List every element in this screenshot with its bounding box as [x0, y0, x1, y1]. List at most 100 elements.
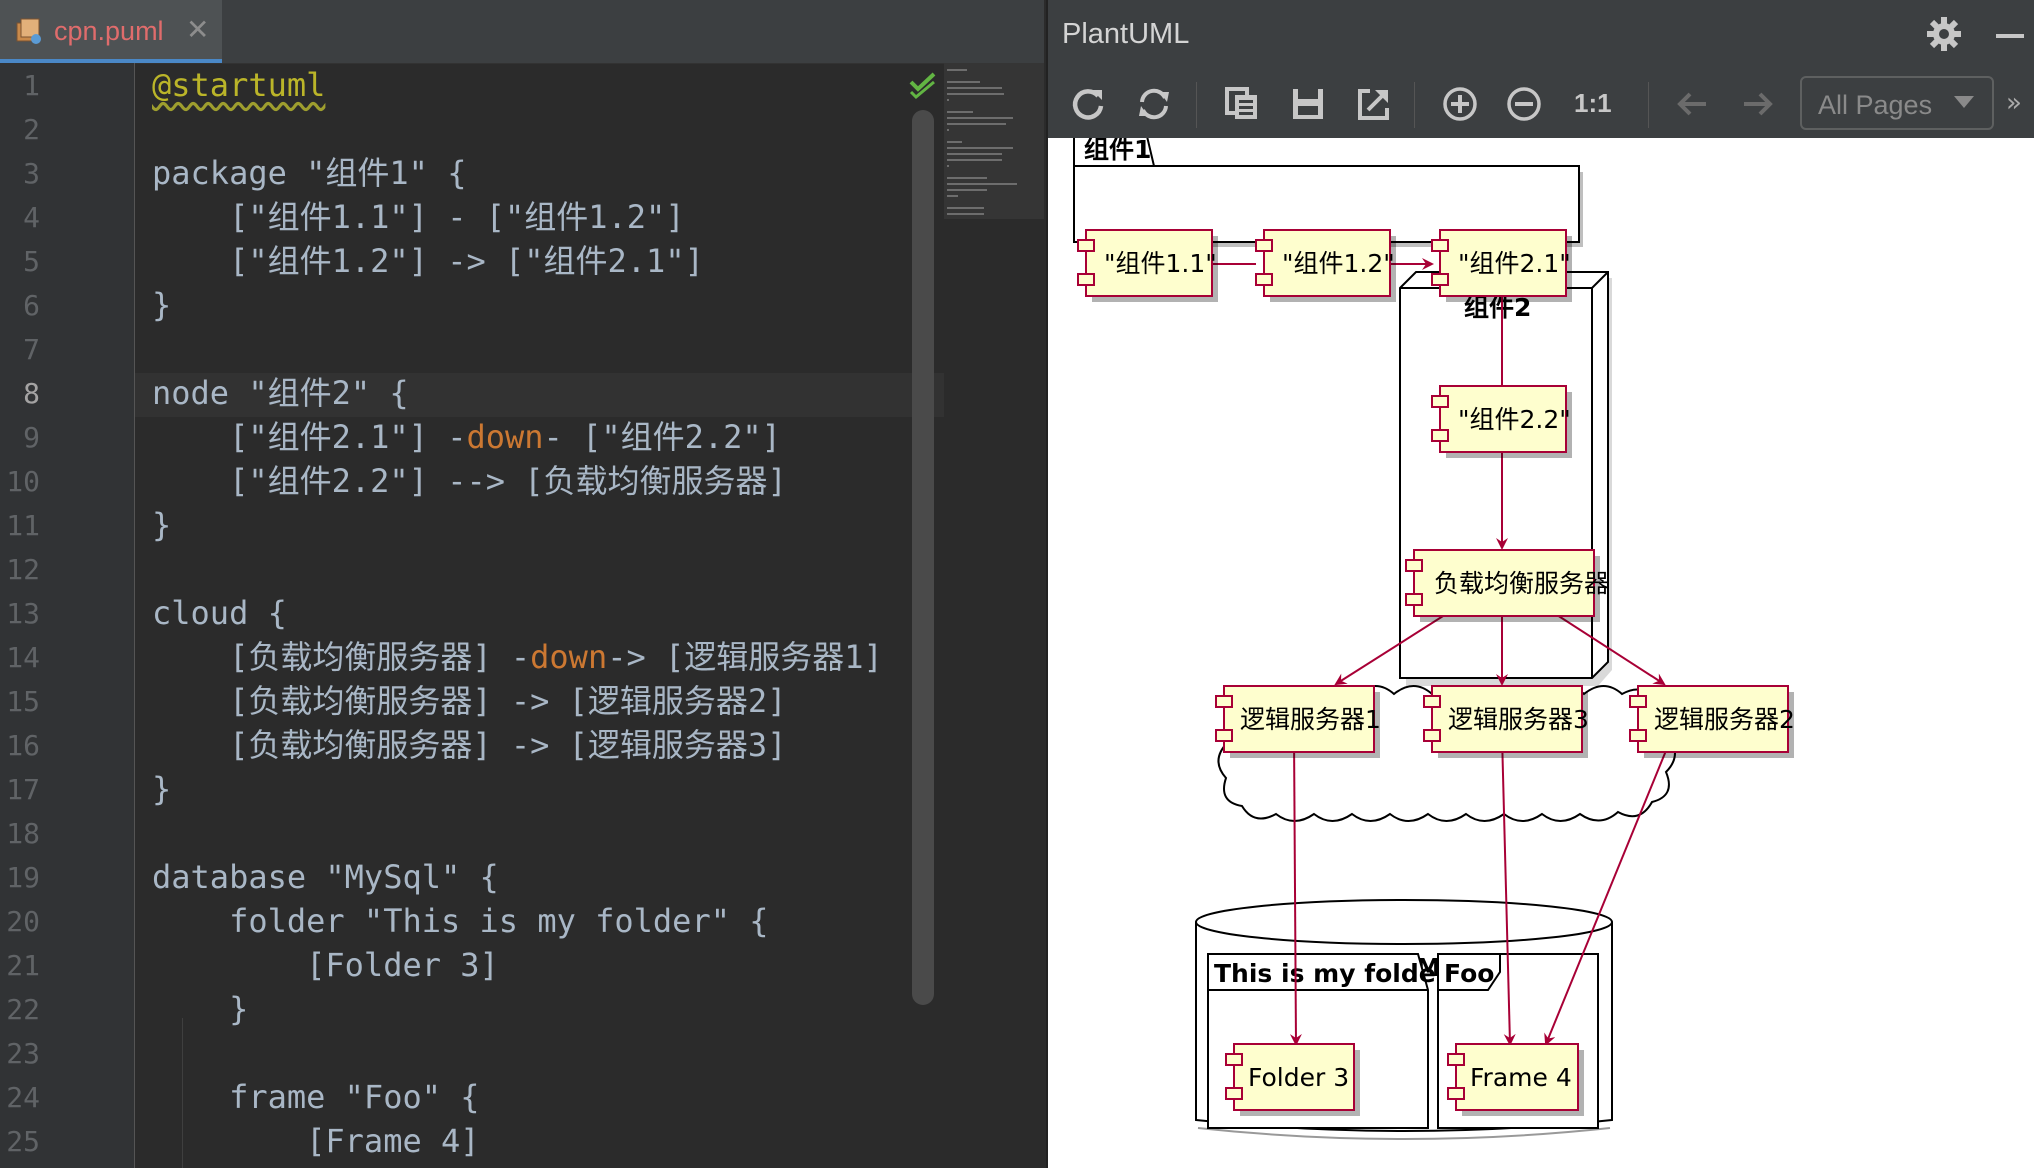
open-external-icon[interactable]	[1354, 84, 1394, 124]
code-line[interactable]: folder "This is my folder" {	[152, 899, 769, 943]
code-line[interactable]: ["组件2.2"] --> [负载均衡服务器]	[152, 459, 787, 503]
line-number: 7	[23, 333, 40, 366]
line-number: 13	[6, 597, 40, 630]
code-keyword: down	[466, 418, 544, 456]
line-number: 23	[6, 1037, 40, 1070]
line-number: 10	[6, 465, 40, 498]
plantuml-panel: PlantUML	[1046, 0, 2034, 1168]
minimap-line	[947, 129, 950, 131]
line-number: 25	[6, 1125, 40, 1158]
line-number: 16	[6, 729, 40, 762]
pages-select-value: All Pages	[1818, 90, 1933, 120]
code-keyword: down	[530, 638, 608, 676]
copy-icon[interactable]	[1222, 84, 1262, 124]
pages-select[interactable]: All Pages	[1800, 76, 1994, 130]
code-line[interactable]: [负载均衡服务器] -> [逻辑服务器2]	[152, 679, 786, 723]
indent-guide	[182, 1018, 183, 1168]
save-icon[interactable]	[1288, 84, 1328, 124]
code-text: -> [逻辑服务器1]	[607, 638, 883, 676]
code-text: node "组件2" {	[152, 374, 409, 412]
toolbar-separator	[1196, 82, 1197, 128]
component-2-1-label: "组件2.1"	[1458, 249, 1571, 278]
line-number: 14	[6, 641, 40, 674]
previous-page-icon[interactable]	[1672, 84, 1712, 124]
code-text: @startuml	[152, 66, 326, 104]
line-number: 17	[6, 773, 40, 806]
next-page-icon[interactable]	[1738, 84, 1778, 124]
code-minimap[interactable]	[944, 63, 1044, 1168]
code-text: [负载均衡服务器] -	[152, 638, 531, 676]
code-line[interactable]: database "MySql" {	[152, 855, 499, 899]
code-text: folder "This is my folder" {	[152, 902, 769, 940]
package-label: 组件1	[1084, 138, 1151, 164]
minimap-line	[947, 213, 985, 215]
frame-label: Foo	[1444, 959, 1494, 988]
code-line[interactable]: [负载均衡服务器] -down-> [逻辑服务器1]	[152, 635, 883, 679]
code-text: }	[152, 770, 172, 808]
code-line[interactable]: @startuml	[152, 63, 325, 107]
code-line[interactable]: }	[152, 987, 248, 1031]
server-2-label: 逻辑服务器2	[1654, 705, 1795, 734]
component-1-2: "组件1.2"	[1255, 229, 1396, 302]
toolbar-separator	[1414, 82, 1415, 128]
code-line[interactable]: ["组件2.1"] -down- ["组件2.2"]	[152, 415, 781, 459]
zoom-out-icon[interactable]	[1504, 84, 1544, 124]
component-2-1: "组件2.1"	[1431, 229, 1572, 302]
code-line[interactable]: }	[152, 283, 171, 327]
plantuml-diagram: 组件1 组件2 MySql	[1073, 138, 1795, 1140]
chevron-down-icon	[1954, 96, 1974, 108]
code-line[interactable]: frame "Foo" {	[152, 1075, 479, 1119]
editor-tab-cpn-puml[interactable]: cpn.puml ✕	[0, 0, 222, 63]
current-line-highlight	[135, 373, 945, 417]
folder-3-label: Folder 3	[1248, 1063, 1349, 1092]
line-number: 1	[23, 69, 40, 102]
panel-title: PlantUML	[1062, 18, 1190, 50]
inspection-ok-icon	[909, 72, 936, 100]
component-1-2-label: "组件1.2"	[1282, 249, 1395, 278]
sync-icon[interactable]	[1134, 84, 1174, 124]
component-server-3: 逻辑服务器3	[1423, 685, 1589, 758]
line-number: 12	[6, 553, 40, 586]
code-text: ["组件1.2"] -> ["组件2.1"]	[152, 242, 704, 280]
line-number: 24	[6, 1081, 40, 1114]
code-line[interactable]: [Folder 3]	[152, 943, 499, 987]
editor-scrollbar[interactable]	[912, 110, 934, 1005]
code-line[interactable]: }	[152, 503, 171, 547]
diagram-canvas[interactable]: 组件1 组件2 MySql	[1048, 138, 2034, 1168]
puml-file-icon	[16, 18, 41, 44]
code-line[interactable]: }	[152, 767, 171, 811]
line-number: 3	[23, 157, 40, 190]
code-text: [Frame 4]	[152, 1122, 480, 1160]
zoom-in-icon[interactable]	[1440, 84, 1480, 124]
server-3-label: 逻辑服务器3	[1448, 705, 1589, 734]
close-icon[interactable]: ✕	[186, 13, 210, 46]
gear-icon[interactable]	[1924, 14, 1964, 54]
component-load-balancer: 负载均衡服务器	[1405, 549, 1609, 622]
code-line[interactable]: node "组件2" {	[152, 371, 409, 415]
component-server-1: 逻辑服务器1	[1215, 685, 1381, 758]
component-1-1-label: "组件1.1"	[1104, 249, 1217, 278]
minimize-icon[interactable]	[1994, 20, 2026, 52]
code-line[interactable]: ["组件1.1"] - ["组件1.2"]	[152, 195, 685, 239]
code-line[interactable]: cloud {	[152, 591, 287, 635]
code-text: [Folder 3]	[152, 946, 499, 984]
line-number: 9	[23, 421, 40, 454]
minimap-line	[947, 111, 974, 113]
more-actions-icon[interactable]: »	[2006, 88, 2022, 118]
refresh-icon[interactable]	[1068, 84, 1108, 124]
code-line[interactable]: [Frame 4]	[152, 1119, 480, 1163]
line-number: 18	[6, 817, 40, 850]
minimap-line	[947, 195, 958, 197]
code-line[interactable]: ["组件1.2"] -> ["组件2.1"]	[152, 239, 704, 283]
code-text: }	[152, 990, 249, 1028]
code-line[interactable]: package "组件1" {	[152, 151, 466, 195]
line-number: 20	[6, 905, 40, 938]
code-area[interactable]: @startuml package "组件1" { ["组件1.1"] - ["组…	[135, 63, 945, 1168]
server-1-label: 逻辑服务器1	[1240, 705, 1381, 734]
editor-tab-bar: cpn.puml ✕	[0, 0, 1044, 64]
actual-size-button[interactable]: 1:1	[1574, 88, 1612, 118]
code-line[interactable]: [负载均衡服务器] -> [逻辑服务器3]	[152, 723, 786, 767]
component-1-1: "组件1.1"	[1077, 229, 1218, 302]
toolbar-separator	[1648, 82, 1649, 128]
